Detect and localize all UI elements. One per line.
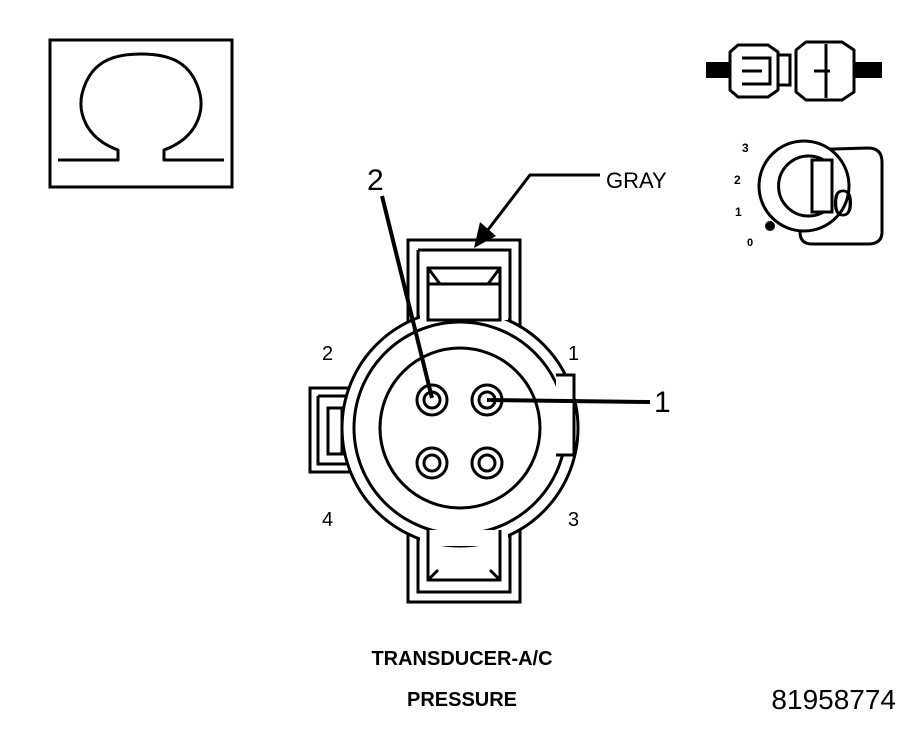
disconnect-connector-icon (706, 40, 882, 102)
ignition-position-1: 1 (735, 205, 742, 219)
callout-2: 2 (367, 164, 384, 197)
callout-1: 1 (654, 386, 671, 419)
wire-color-label: GRAY (606, 168, 667, 193)
cavity-3 (470, 446, 504, 480)
caption-line-1: TRANSDUCER-A/C (371, 648, 552, 670)
ignition-key-icon: 3 2 1 0 0 (734, 139, 884, 249)
connector-body (308, 238, 580, 604)
cavity-2 (415, 383, 449, 417)
callout-2-leader (380, 195, 434, 399)
callout-1-leader (486, 398, 651, 404)
omega-icon (48, 38, 234, 189)
ignition-position-0: 0 (747, 237, 753, 249)
ignition-position-2: 2 (734, 173, 741, 187)
cavity-number-4: 4 (322, 509, 333, 531)
cavity-4 (415, 446, 449, 480)
cavity-number-1: 1 (568, 343, 579, 365)
cavity-number-2: 2 (322, 343, 333, 365)
figure-number: 81958774 (771, 684, 896, 715)
ignition-position-3: 3 (742, 141, 749, 155)
ignition-key-label: 0 (832, 183, 853, 225)
gray-wire-leader (474, 173, 600, 248)
cavity-number-3: 3 (568, 509, 579, 531)
caption-line-2: PRESSURE (407, 689, 517, 711)
